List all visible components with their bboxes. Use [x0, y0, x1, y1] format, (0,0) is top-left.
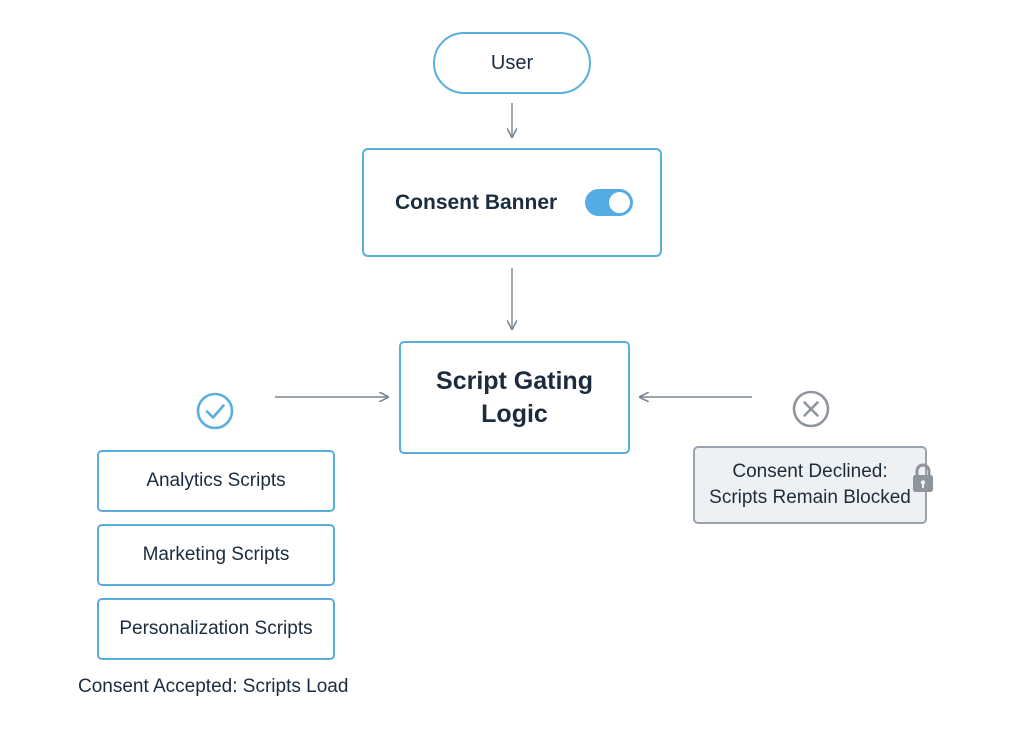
- personalization-scripts-label: Personalization Scripts: [119, 618, 313, 639]
- consent-banner-node: Consent Banner: [362, 148, 662, 257]
- consent-accepted-caption: Consent Accepted: Scripts Load: [78, 676, 349, 697]
- analytics-scripts-node: Analytics Scripts: [97, 450, 335, 512]
- x-circle-icon: [792, 390, 830, 428]
- script-gating-label-line-1: Script Gating: [436, 366, 593, 395]
- script-gating-logic-node: Script Gating Logic: [399, 341, 630, 454]
- check-circle-icon: [196, 392, 234, 430]
- analytics-scripts-label: Analytics Scripts: [146, 470, 286, 491]
- marketing-scripts-label: Marketing Scripts: [142, 544, 290, 565]
- personalization-scripts-node: Personalization Scripts: [97, 598, 335, 660]
- marketing-scripts-node: Marketing Scripts: [97, 524, 335, 586]
- toggle-knob: [609, 192, 630, 213]
- consent-declined-label-line-1: Consent Declined:: [732, 461, 888, 482]
- consent-banner-label: Consent Banner: [395, 191, 558, 214]
- consent-declined-label-line-2: Scripts Remain Blocked: [709, 487, 911, 508]
- lock-icon: [913, 463, 933, 492]
- user-label: User: [490, 51, 534, 74]
- consent-toggle-switch[interactable]: [585, 189, 633, 216]
- script-gating-label-line-2: Logic: [481, 399, 548, 428]
- user-node: User: [433, 32, 591, 94]
- consent-declined-node: Consent Declined: Scripts Remain Blocked: [693, 446, 927, 524]
